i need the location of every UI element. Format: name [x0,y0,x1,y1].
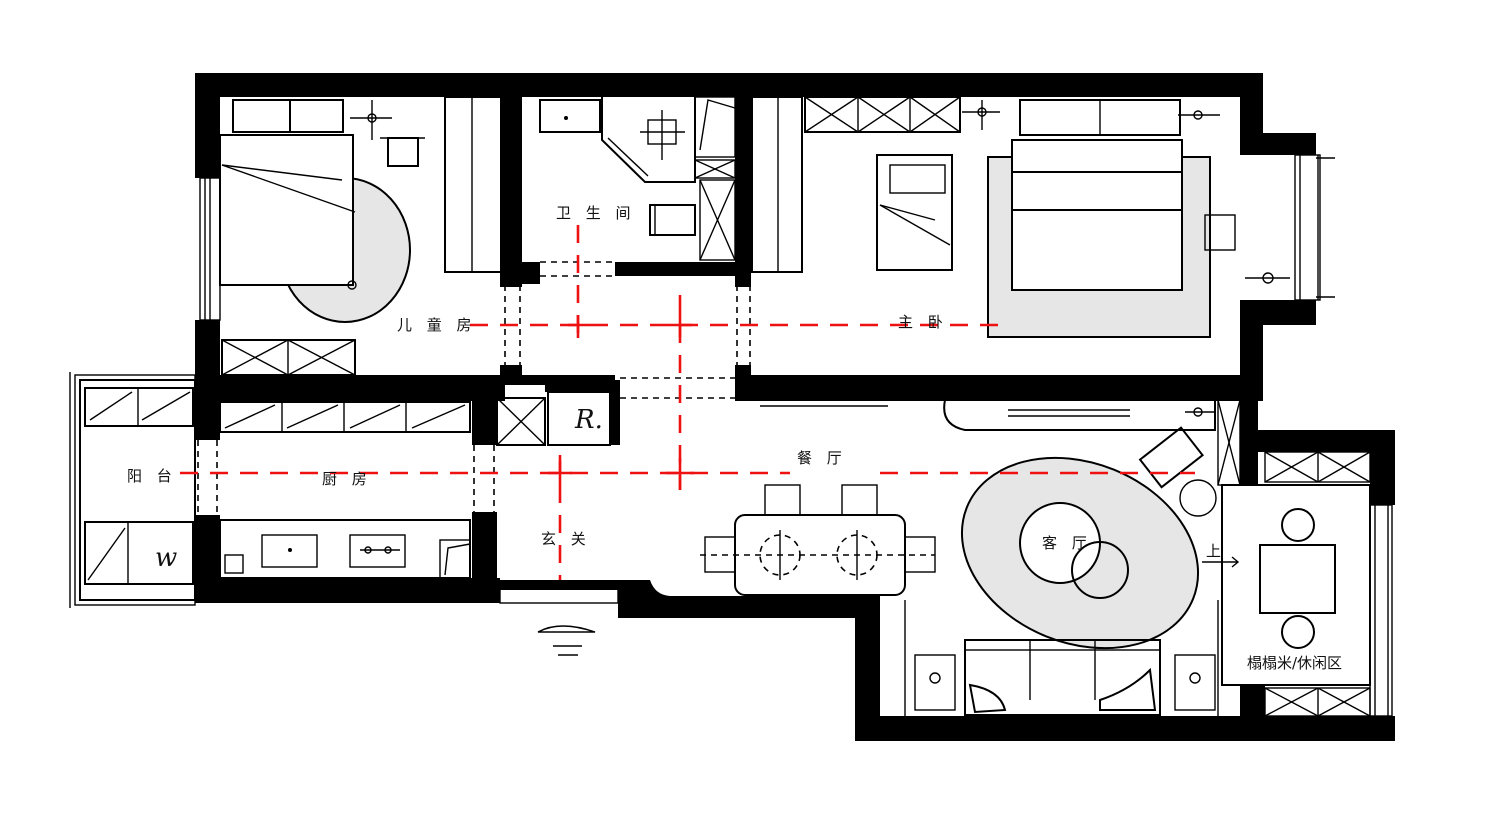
living-room-label: 客 厅 [1042,534,1092,552]
tatami-label: 榻榻米/休闲区 [1247,654,1342,672]
room-labels: 儿 童 房 卫 生 间 主 卧 阳 台 厨 房 餐 厅 玄 关 客 厅 榻榻米/… [127,204,1342,672]
dining-label: 餐 厅 [797,449,847,467]
balcony-label: 阳 台 [127,467,177,485]
balcony: w [69,372,196,608]
bathroom-fixtures [539,96,736,261]
bathroom-label: 卫 生 间 [556,204,636,222]
axis-lines [180,225,1195,580]
tatami-area: 上 [1202,451,1371,717]
master-bedroom-label: 主 卧 [898,313,948,331]
door-openings [197,261,751,515]
entrance-fixtures: R. [496,391,888,656]
kitchen-label: 厨 房 [322,470,372,488]
kitchen-fixtures [219,401,471,579]
kids-room-furniture [219,96,503,376]
living-room-furniture [904,399,1241,716]
fridge-mark: R. [574,405,603,435]
dining-set [700,484,936,596]
entrance-label: 玄 关 [541,530,591,548]
master-bedroom-furniture [751,96,1290,338]
kids-room-label: 儿 童 房 [397,316,477,334]
step-up-mark: 上 [1206,542,1221,560]
washer-mark: w [155,543,177,573]
